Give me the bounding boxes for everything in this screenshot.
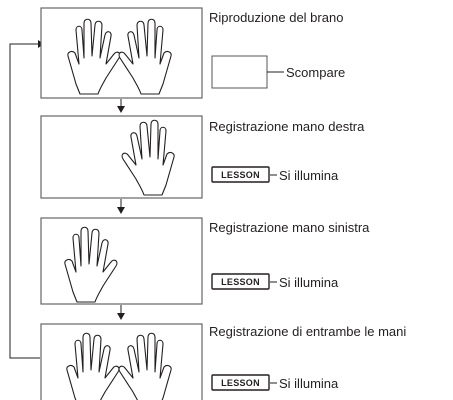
arrow-down-icon [117, 99, 125, 113]
step-3-title: Registrazione mano sinistra [209, 220, 370, 235]
blank-indicator [211, 55, 268, 89]
step-3-left-hand-recording: Registrazione mano sinistra LESSON Si il… [40, 217, 370, 305]
step-4-frame [40, 323, 203, 400]
step-3-status: Si illumina [279, 275, 339, 290]
step-1-title: Riproduzione del brano [209, 10, 343, 25]
loop-back-arrow-icon [9, 40, 44, 359]
lesson-button-label: LESSON [221, 277, 260, 287]
arrow-down-icon [117, 305, 125, 320]
lesson-button [211, 374, 270, 391]
step-2-status: Si illumina [279, 168, 339, 183]
step-1-song-playback: Riproduzione del brano Scompare [40, 7, 345, 99]
lesson-button [211, 273, 270, 290]
step-4-title: Registrazione di entrambe le mani [209, 324, 406, 339]
arrow-down-icon [117, 199, 125, 214]
step-2-right-hand-recording: Registrazione mano destra LESSON Si illu… [40, 115, 365, 199]
step-2-frame [40, 115, 203, 199]
lesson-button [211, 166, 270, 183]
lesson-button-label: LESSON [221, 170, 260, 180]
step-4-status: Si illumina [279, 376, 339, 391]
lesson-button-label: LESSON [221, 378, 260, 388]
step-1-status: Scompare [286, 65, 345, 80]
step-2-title: Registrazione mano destra [209, 119, 365, 134]
step-4-both-hands-recording: Registrazione di entrambe le mani LESSON… [40, 323, 406, 400]
